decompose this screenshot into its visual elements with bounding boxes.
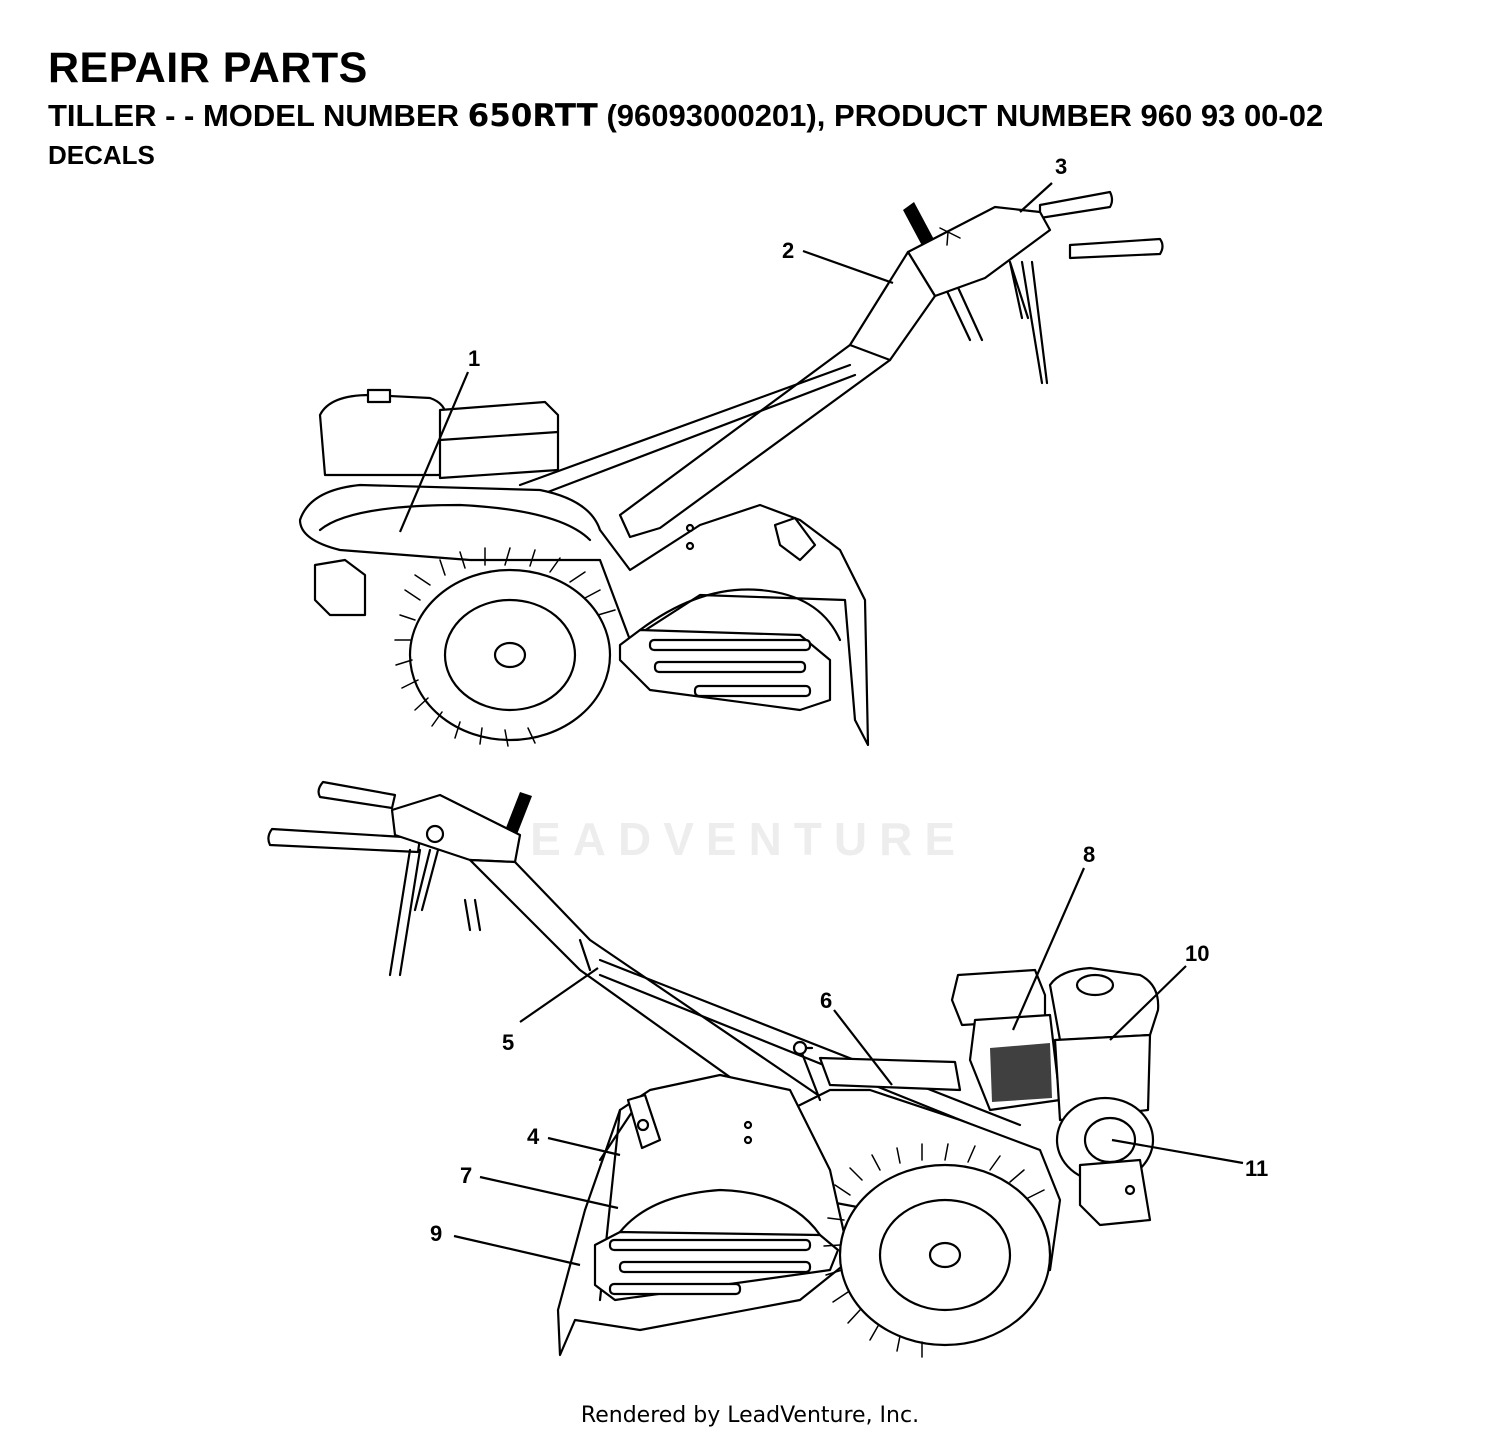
- callout-8: 8: [1083, 842, 1095, 867]
- callout-9: 9: [430, 1221, 442, 1246]
- handle-grip-lower: [1068, 237, 1164, 260]
- callout-2: 2: [782, 238, 794, 263]
- callout-6: 6: [820, 988, 832, 1013]
- engine-fuel-tank: [318, 393, 448, 477]
- callout-11: 11: [1245, 1156, 1268, 1181]
- model-line-suffix: (96093000201), PRODUCT NUMBER 960 93 00-…: [597, 98, 1324, 133]
- model-line: TILLER - - MODEL NUMBER 650RTT (96093000…: [48, 98, 1323, 134]
- wheel-tread: [823, 1143, 1045, 1358]
- tine-hood: [298, 483, 870, 747]
- section-title: DECALS: [48, 140, 155, 170]
- handle-grip-upper: [317, 780, 397, 810]
- callout-5: 5: [502, 1030, 514, 1055]
- handle-grip-lower: [267, 827, 422, 854]
- tiller-bottom-view: [267, 780, 1244, 1358]
- model-number: 650RTT: [467, 98, 598, 134]
- control-levers: [935, 260, 1049, 385]
- callout-3: 3: [1055, 154, 1067, 179]
- tiller-top-view: [298, 182, 1164, 747]
- leader-line-3: [1019, 182, 1053, 213]
- callout-10: 10: [1185, 941, 1209, 966]
- leader-line-7: [479, 1175, 619, 1210]
- wheel-tread: [394, 547, 616, 747]
- leader-line-10: [1109, 965, 1187, 1041]
- handle-housing: [906, 205, 1052, 298]
- wheel: [838, 1163, 1052, 1347]
- watermark: LEADVENTURE: [490, 813, 968, 865]
- callout-1: 1: [468, 346, 480, 371]
- callout-4: 4: [527, 1124, 540, 1149]
- page-title: REPAIR PARTS: [48, 44, 368, 92]
- leader-line-9: [453, 1234, 581, 1267]
- handle-tube: [618, 250, 937, 539]
- callout-7: 7: [460, 1163, 472, 1188]
- leader-line-4: [547, 1136, 621, 1157]
- engine-block: [438, 400, 560, 480]
- wheel: [408, 568, 612, 742]
- leader-line-6: [833, 1009, 893, 1086]
- leader-line-2: [802, 249, 894, 285]
- leader-line-11: [1111, 1138, 1244, 1165]
- model-line-prefix: TILLER - - MODEL NUMBER: [48, 98, 468, 133]
- handle-grip-upper: [1038, 190, 1114, 220]
- leader-line-1: [398, 371, 470, 533]
- leader-line-5: [519, 967, 599, 1023]
- leader-line-8: [1011, 867, 1086, 1031]
- footer-credit: Rendered by LeadVenture, Inc.: [580, 1403, 920, 1428]
